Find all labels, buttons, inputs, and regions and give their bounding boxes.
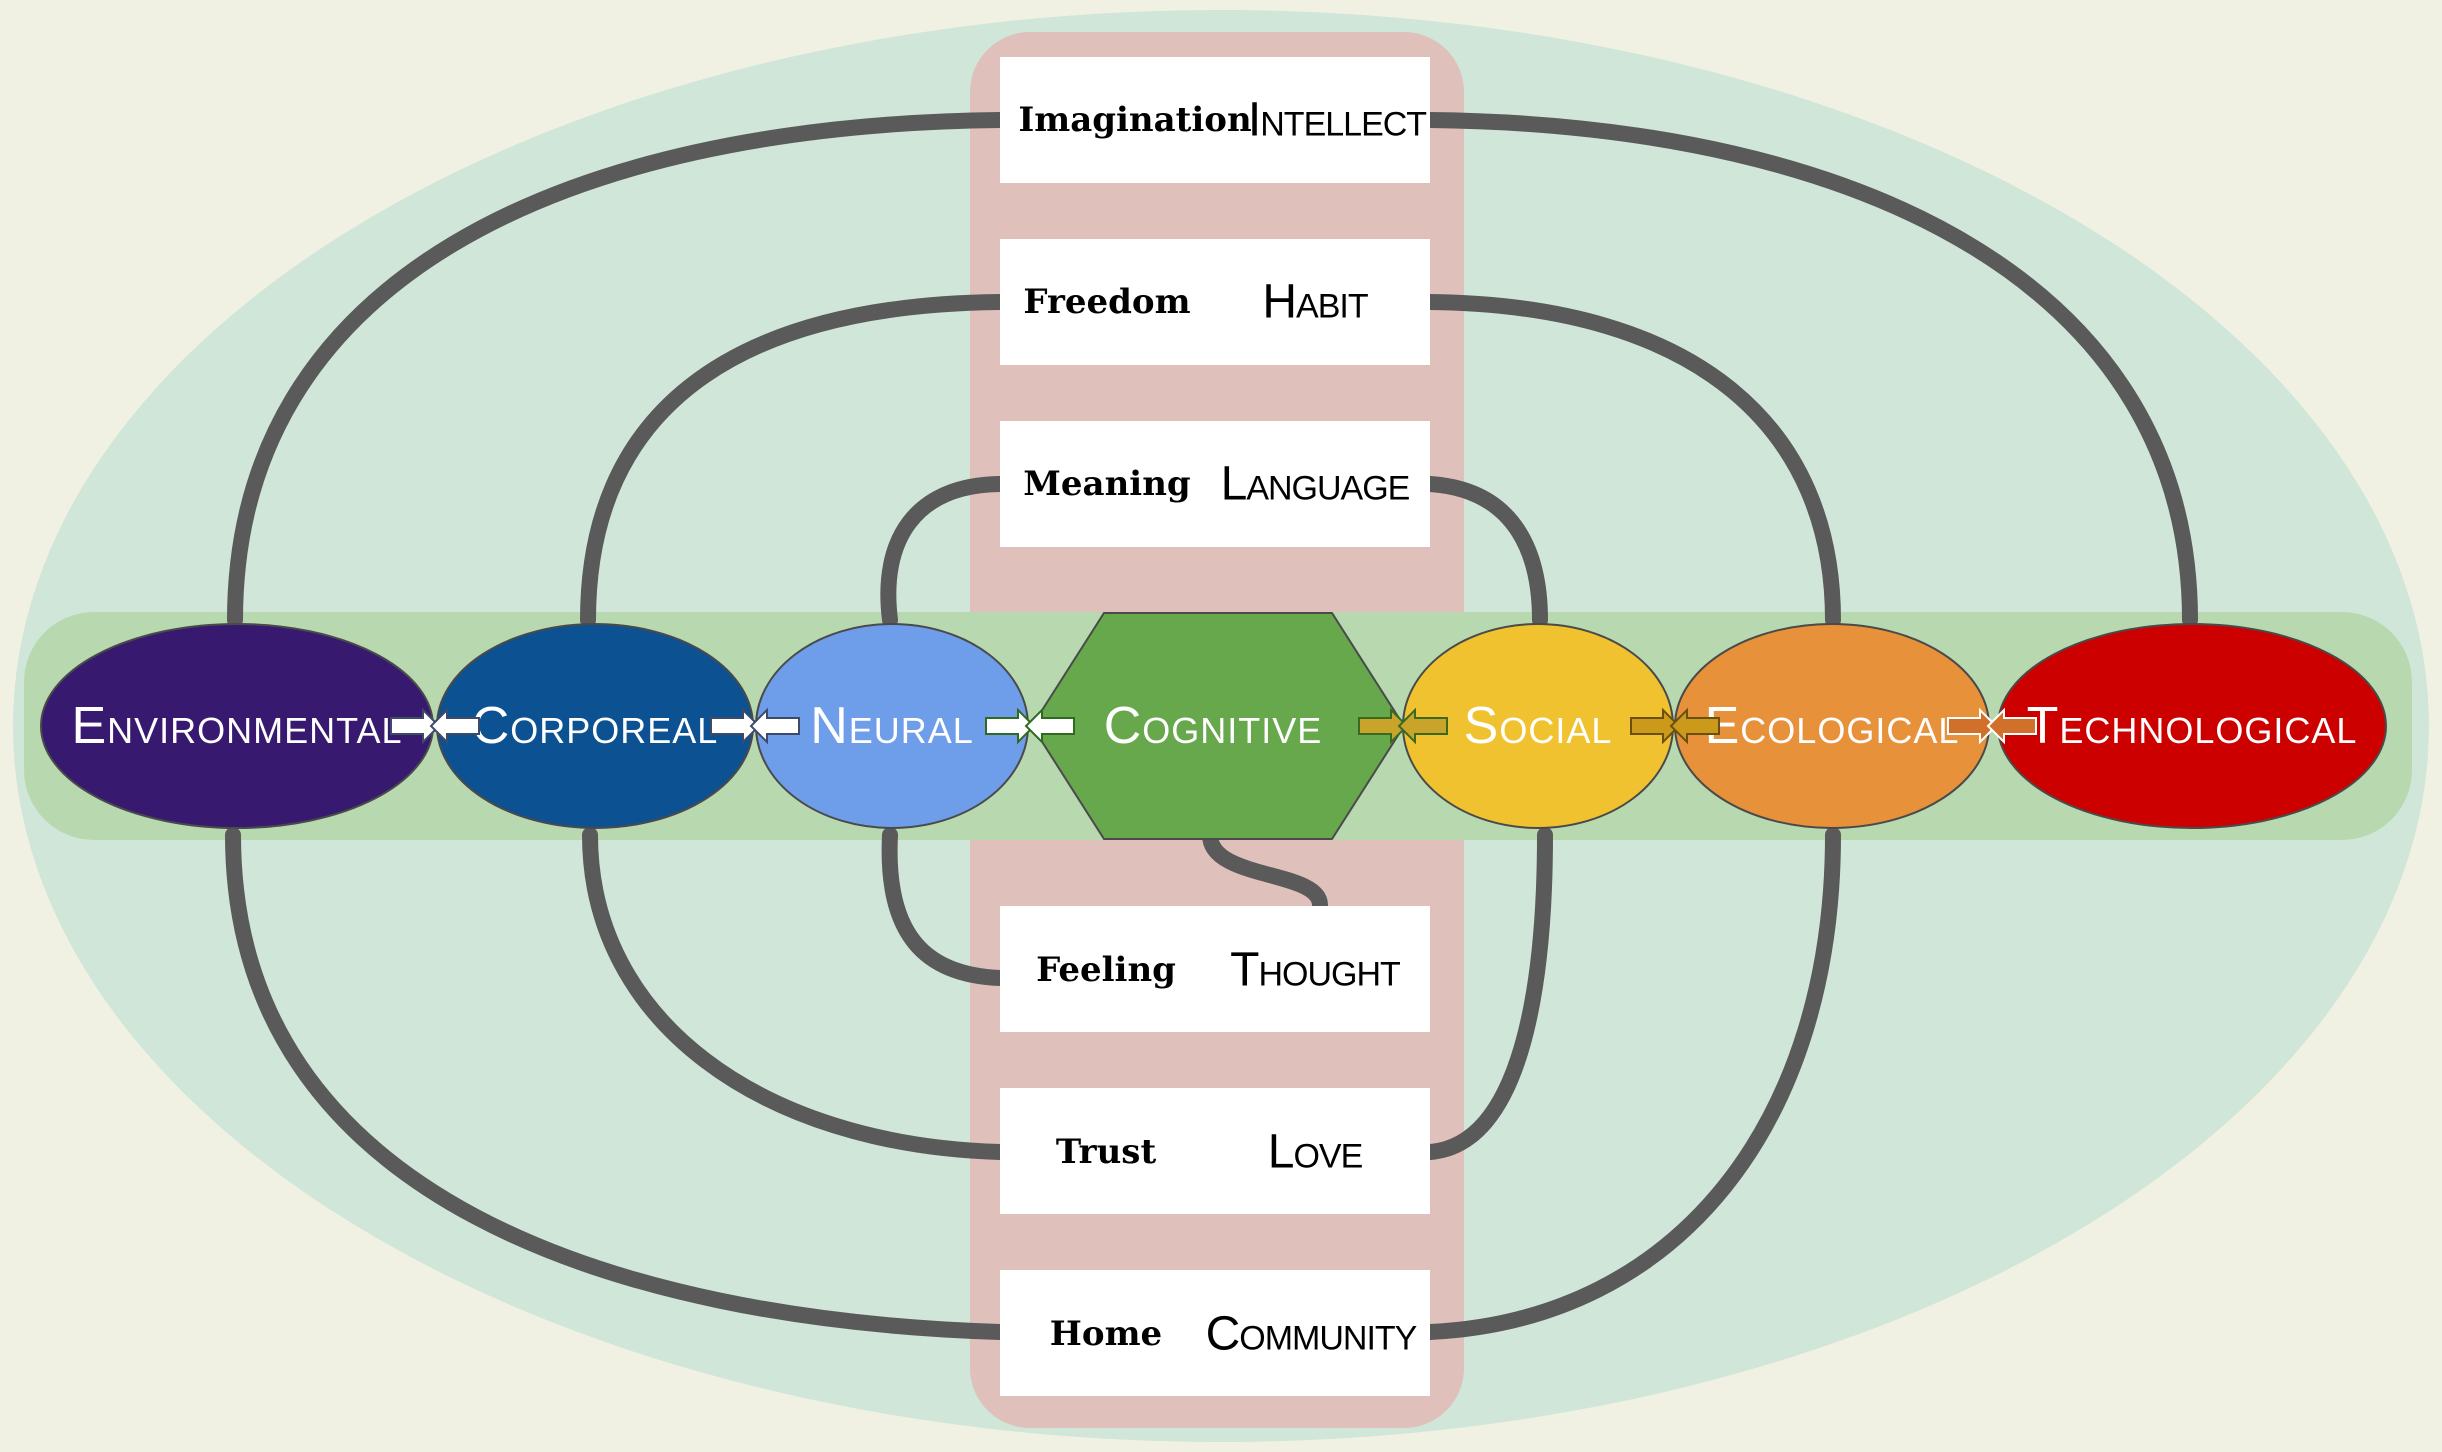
card-imagination-intellect: Imagination Intellect	[1000, 57, 1430, 183]
label-cognitive: Cognitive	[1104, 697, 1323, 755]
link-intellect-technological	[1422, 112, 2198, 628]
label-corporeal: Corporeal	[472, 697, 719, 755]
link-love-social	[1422, 827, 1553, 1160]
link-neural-meaning	[880, 476, 1008, 628]
card-home-community: Home Community	[1000, 1270, 1430, 1396]
link-language-social	[1422, 476, 1548, 628]
card-left-label: Meaning	[1023, 464, 1190, 504]
connectors	[225, 112, 2198, 1340]
card-left-label: Trust	[1056, 1132, 1157, 1172]
card-meaning-language: Meaning Language	[1000, 421, 1430, 547]
link-corporeal-freedom	[580, 294, 1008, 628]
nodes	[40, 612, 2387, 840]
cards-bottom: Feeling Thought Trust Love Home Communit…	[1000, 906, 1430, 1396]
link-environmental-imagination	[227, 112, 1008, 628]
card-right-label: Intellect	[1248, 94, 1426, 147]
card-right-label: Language	[1221, 458, 1410, 511]
label-environmental: Environmental	[71, 697, 402, 755]
card-right-label: Thought	[1230, 944, 1400, 997]
label-neural: Neural	[810, 697, 974, 755]
label-ecological: Ecological	[1705, 697, 1960, 755]
card-feeling-thought: Feeling Thought	[1000, 906, 1430, 1032]
link-community-ecological	[1422, 827, 1841, 1340]
card-left-label: Feeling	[1036, 950, 1176, 990]
card-trust-love: Trust Love	[1000, 1088, 1430, 1214]
card-left-label: Freedom	[1023, 282, 1190, 322]
card-right-label: Community	[1206, 1308, 1417, 1361]
link-habit-ecological	[1422, 294, 1841, 628]
node-labels: Environmental Corporeal Neural Cognitive…	[71, 697, 2358, 755]
card-right-label: Habit	[1262, 276, 1367, 329]
cards-top: Imagination Intellect Freedom Habit Mean…	[1000, 57, 1430, 547]
card-left-label: Imagination	[1018, 100, 1251, 140]
card-right-label: Love	[1268, 1126, 1363, 1179]
link-corporeal-trust	[582, 827, 1008, 1160]
link-neural-feeling	[881, 827, 1008, 986]
label-technological: Technological	[2027, 697, 2358, 755]
label-social: Social	[1464, 697, 1613, 755]
card-freedom-habit: Freedom Habit	[1000, 239, 1430, 365]
card-left-label: Home	[1050, 1314, 1162, 1354]
link-environmental-home	[225, 827, 1008, 1340]
link-cognitive-thought	[1202, 827, 1328, 913]
